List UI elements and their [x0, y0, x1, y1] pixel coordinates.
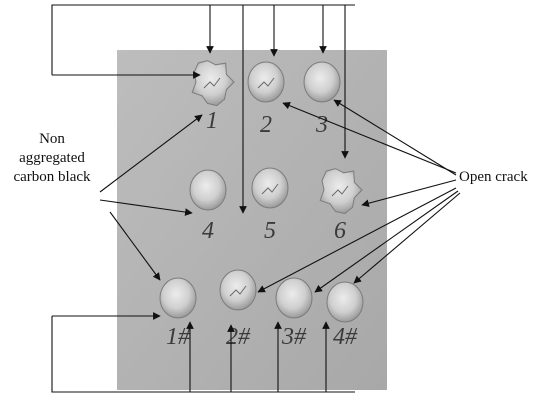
open-crack-arrow-2h [257, 187, 457, 293]
non-agg-arrow-1 [99, 114, 203, 193]
sample-number: 2# [226, 324, 251, 350]
crack-mark [261, 183, 279, 195]
sample-5: 5 [251, 167, 289, 244]
non-aggregated-carbon-black-label: Non aggregated carbon black [4, 130, 100, 186]
sample-disc [219, 269, 257, 311]
crack-mark [331, 185, 349, 197]
sample-disc [251, 167, 289, 209]
sample-1: 1 [191, 60, 235, 134]
sample-disc [247, 61, 285, 103]
sample-6: 6 [319, 168, 363, 244]
sample-number: 1# [166, 324, 191, 350]
open-crack-label: Open crack [459, 169, 528, 185]
sample-disc [189, 169, 227, 211]
sample-disc [326, 281, 364, 323]
open-crack-arrow-4h [353, 192, 461, 284]
sample-number: 4# [333, 324, 358, 350]
crack-mark [257, 77, 275, 89]
sample-2h: 2# [219, 269, 257, 350]
open-crack-arrow-2 [282, 102, 457, 174]
sample-board [117, 50, 387, 390]
top-bracket-line [51, 4, 355, 75]
bottom-bracket-line [51, 316, 355, 393]
non-aggregated-line-2: aggregated [19, 149, 85, 166]
sample-number: 1 [206, 108, 218, 134]
sample-4: 4 [189, 169, 227, 244]
sample-3h: 3# [275, 277, 313, 350]
non-agg-arrow-4 [99, 199, 193, 216]
sample-number: 5 [264, 218, 276, 244]
sample-disc [319, 168, 363, 215]
sample-disc [303, 61, 341, 103]
sample-number: 2 [260, 112, 272, 138]
open-crack-arrow-3h [314, 190, 459, 293]
sample-disc [275, 277, 313, 319]
sample-2: 2 [247, 61, 285, 138]
sample-4h: 4# [326, 281, 364, 350]
sample-3: 3 [303, 61, 341, 138]
open-crack-arrow-3 [333, 99, 457, 176]
non-aggregated-line-1: Non [39, 131, 65, 147]
annotation-lines [51, 4, 461, 393]
non-aggregated-line-3: carbon black [13, 168, 91, 185]
sample-disc [191, 60, 235, 107]
sample-number: 4 [202, 218, 214, 244]
crack-mark [229, 285, 247, 297]
sample-disc [159, 277, 197, 319]
open-crack-arrow-6 [361, 179, 457, 207]
sample-number: 3 [315, 112, 328, 138]
non-agg-arrow-1h [109, 211, 161, 281]
crack-mark [203, 77, 221, 89]
sample-number: 3# [281, 324, 307, 350]
sample-number: 6 [334, 218, 346, 244]
